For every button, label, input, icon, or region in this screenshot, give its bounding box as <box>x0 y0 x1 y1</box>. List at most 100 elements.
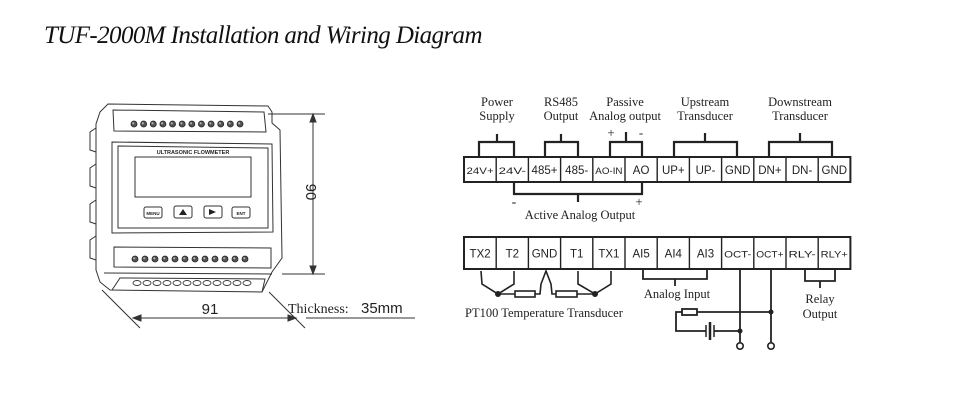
bottom-led-row <box>131 255 249 263</box>
top-terminal-dnplus: DN+ <box>753 157 782 182</box>
base-connector <box>192 280 202 286</box>
base-connector <box>202 280 212 286</box>
menu-button[interactable]: MENU <box>143 206 163 219</box>
terminal-label: TX2 <box>470 249 491 261</box>
oct-load-resistor <box>681 308 698 316</box>
terminal-label: 485- <box>565 165 588 177</box>
svg-text:Supply: Supply <box>479 109 515 123</box>
pt100-resistor-2 <box>555 290 578 298</box>
top-terminal-dnminus: DN- <box>785 157 812 182</box>
downstream-bracket <box>767 133 834 157</box>
terminal-label: UP- <box>696 165 716 177</box>
led-indicator <box>191 255 199 263</box>
svg-text:Transducer: Transducer <box>677 109 734 123</box>
right-button[interactable] <box>203 205 223 219</box>
width-value: 91 <box>202 301 219 318</box>
terminal-label: UP+ <box>662 165 685 177</box>
terminal-label: 485+ <box>532 165 558 177</box>
top-led-row <box>130 120 244 128</box>
front-panel <box>111 141 274 234</box>
top-group-brackets <box>477 132 834 202</box>
terminal-label: OCT- <box>724 250 751 260</box>
pt100-wiring <box>480 268 612 298</box>
thickness-label: Thickness: <box>288 302 349 317</box>
led-indicator <box>171 255 179 263</box>
analog-input-bracket <box>642 269 708 286</box>
terminal-label: AO-IN <box>595 166 622 176</box>
top-terminal-aominusin: AO-IN <box>592 157 623 182</box>
led-indicator <box>149 120 157 128</box>
device-outline <box>95 103 283 293</box>
up-button[interactable] <box>173 205 193 219</box>
terminal-label: 24V- <box>499 166 526 176</box>
arrow-up-icon <box>309 112 317 123</box>
din-clip-1 <box>89 127 97 153</box>
base-connector <box>132 280 142 286</box>
top-terminal-485plus: 485+ <box>527 157 558 182</box>
led-indicator <box>159 120 167 128</box>
upstream-bracket <box>672 133 739 157</box>
led-indicator <box>226 120 234 128</box>
led-indicator <box>169 120 176 128</box>
passive-analog-bracket <box>608 132 644 157</box>
pt100-resistor-1 <box>514 290 536 298</box>
panel-label: ULTRASONIC FLOWMETER <box>157 150 230 156</box>
top-terminal-24vplus: 24V+ <box>467 166 494 176</box>
terminal-label: T1 <box>570 249 583 261</box>
top-terminal-gnd-8: GND <box>720 157 751 182</box>
bottom-terminal-octminus: OCT- <box>720 237 751 269</box>
bottom-terminal-gnd-2: GND <box>527 237 557 269</box>
pt100-junction-right <box>592 291 598 297</box>
base-connector <box>162 280 172 286</box>
din-clip-2 <box>89 163 97 189</box>
enter-button[interactable]: ENT <box>231 206 251 219</box>
bottom-terminal-tx1: TX1 <box>592 237 619 269</box>
svg-text:+: + <box>635 194 642 209</box>
led-indicator <box>141 255 149 263</box>
base-connector <box>222 280 232 286</box>
din-clip-3 <box>89 199 97 225</box>
passive-analog-group-label: Passive Analog output + - <box>589 95 661 140</box>
base-connector <box>212 280 222 286</box>
bottom-terminal-octplus: OCT+ <box>753 237 784 269</box>
svg-text:+: + <box>607 125 614 140</box>
led-indicator <box>140 120 148 128</box>
active-analog-bracket <box>512 182 644 202</box>
relay-bracket <box>804 269 836 288</box>
downstream-group-label: Downstream Transducer <box>768 95 832 123</box>
bottom-terminal-cover <box>113 246 272 269</box>
svg-text:Power: Power <box>481 95 514 109</box>
terminal-label: GND <box>822 165 848 177</box>
power-supply-group-label: Power Supply <box>479 95 515 123</box>
din-clip-4 <box>89 235 97 261</box>
relay-output-label: Relay Output <box>803 292 838 321</box>
lcd-screen <box>134 156 252 198</box>
right-triangle-icon <box>209 209 216 215</box>
flowmeter-device <box>89 103 283 293</box>
terminal-label: GND <box>725 165 751 177</box>
led-indicator <box>201 255 209 263</box>
rs485-group-label: RS485 Output <box>544 95 579 123</box>
base-connector <box>232 280 242 286</box>
led-indicator <box>217 120 225 128</box>
led-indicator <box>231 255 239 263</box>
base-connector <box>182 280 192 286</box>
base-connector <box>172 280 182 286</box>
led-indicator <box>181 255 189 263</box>
bottom-terminal-rlyplus: RLY+ <box>817 237 848 269</box>
terminal-label: DN+ <box>758 165 782 177</box>
svg-text:Output: Output <box>544 109 579 123</box>
bottom-terminal-tx2: TX2 <box>470 249 491 261</box>
terminal-label: RLY+ <box>821 250 848 260</box>
top-terminal-upplus: UP+ <box>656 157 685 182</box>
terminal-label: AI3 <box>697 249 714 261</box>
pt100-label: PT100 Temperature Transducer <box>465 306 624 320</box>
top-terminal-24vminus: 24V- <box>495 157 526 182</box>
svg-text:Analog output: Analog output <box>589 109 661 123</box>
base-connector <box>152 280 162 286</box>
width-dimension <box>101 289 415 329</box>
height-value: 90 <box>302 184 319 201</box>
arrow-left-icon <box>131 314 142 322</box>
